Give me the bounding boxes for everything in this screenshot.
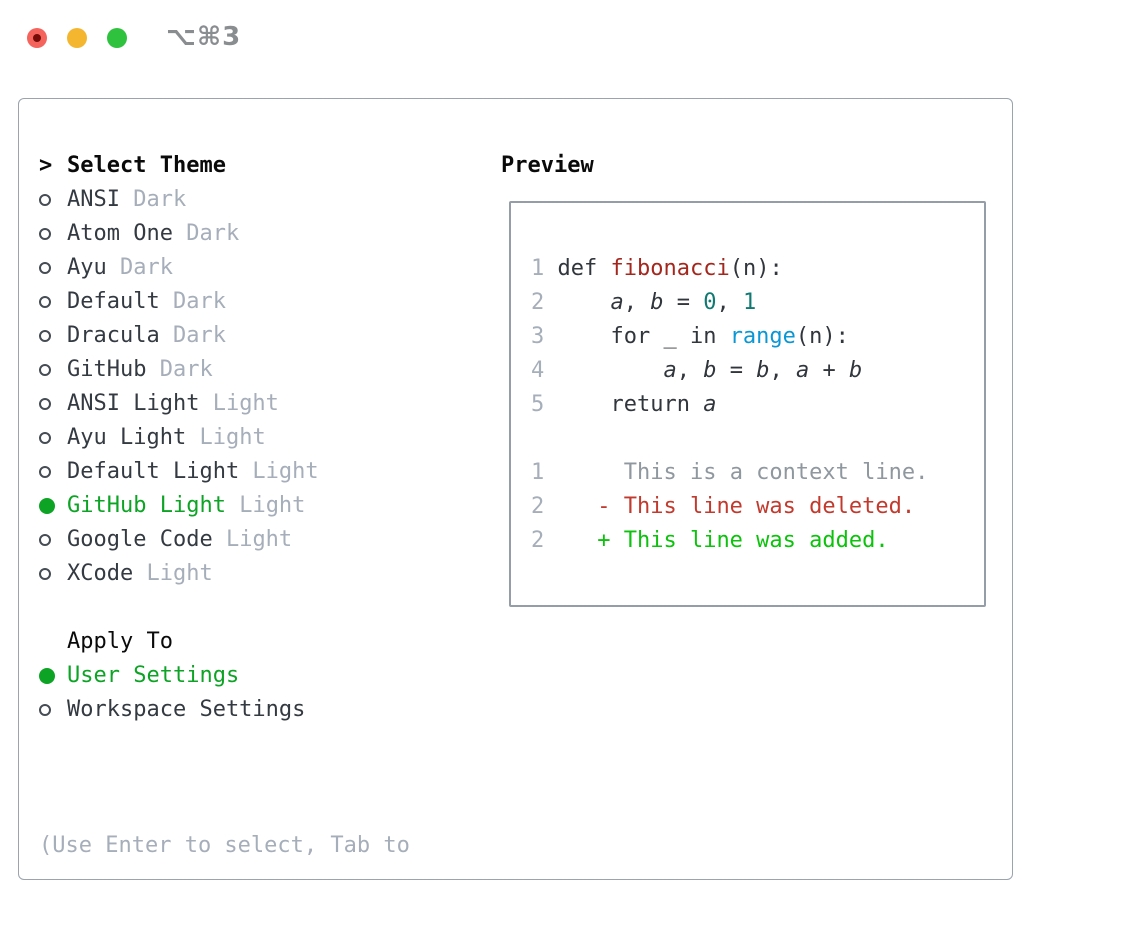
option-label: Default <box>67 289 160 314</box>
traffic-lights <box>27 28 127 48</box>
preview-code-line: 3 for _ in range(n): <box>531 324 849 349</box>
theme-list-title: Select Theme <box>67 153 226 178</box>
apply-to-title: Apply To <box>67 629 173 654</box>
apply-to-title-row: Apply To <box>39 625 410 659</box>
theme-option-atom-one[interactable]: Atom One Dark <box>39 217 410 251</box>
option-label: XCode <box>67 561 134 586</box>
theme-option-ayu-light[interactable]: Ayu Light Light <box>39 421 410 455</box>
preview-blank-line <box>531 422 984 456</box>
theme-option-default[interactable]: Default Dark <box>39 285 410 319</box>
radio-unselected-icon <box>39 432 51 444</box>
option-label: Workspace Settings <box>67 697 306 722</box>
prompt-icon: > <box>39 153 53 178</box>
option-variant-label: Light <box>225 493 306 518</box>
radio-unselected-icon <box>39 194 51 206</box>
radio-unselected-icon <box>39 228 51 240</box>
spacer <box>39 591 410 625</box>
title-bar: ⌥⌘3 <box>0 0 1140 70</box>
close-button[interactable] <box>27 28 47 48</box>
option-variant-label: Dark <box>159 323 226 348</box>
option-variant-label: Light <box>212 527 293 552</box>
apply-option-user-settings[interactable]: User Settings <box>39 659 410 693</box>
preview-code-line: 4 a, b = b, a + b <box>531 358 863 383</box>
preview-column: Preview 1 def fibonacci(n): 2 a, b = 0, 1… <box>501 149 986 607</box>
radio-unselected-icon <box>39 568 51 580</box>
option-label: Ayu <box>67 255 107 280</box>
radio-selected-icon <box>39 498 55 514</box>
preview-title: Preview <box>501 153 594 178</box>
option-label: Ayu Light <box>67 425 187 450</box>
window-hotkey-label: ⌥⌘3 <box>166 22 242 52</box>
option-variant-label: Dark <box>146 357 213 382</box>
radio-unselected-icon <box>39 466 51 478</box>
preview-code-line: 2 + This line was added. <box>531 528 889 553</box>
theme-option-google-code[interactable]: Google Code Light <box>39 523 410 557</box>
option-variant-label: Light <box>133 561 213 586</box>
option-variant-label: Dark <box>119 187 187 212</box>
option-variant-label: Light <box>239 459 319 484</box>
theme-option-ayu[interactable]: Ayu Dark <box>39 251 410 285</box>
theme-option-github[interactable]: GitHub Dark <box>39 353 410 387</box>
theme-list-title-row: > Select Theme <box>39 149 410 183</box>
option-variant-label: Dark <box>106 255 173 280</box>
theme-option-xcode[interactable]: XCode Light <box>39 557 410 591</box>
option-label: Google Code <box>67 527 213 552</box>
radio-unselected-icon <box>39 704 51 716</box>
preview-code-line: 1 def fibonacci(n): <box>531 256 783 281</box>
option-variant-label: Light <box>186 425 266 450</box>
zoom-button[interactable] <box>107 28 127 48</box>
option-variant-label: Light <box>199 391 279 416</box>
preview-code-line: 2 - This line was deleted. <box>531 494 916 519</box>
option-label: Atom One <box>67 221 173 246</box>
option-label: GitHub Light <box>67 493 226 518</box>
apply-option-workspace-settings[interactable]: Workspace Settings <box>39 693 410 727</box>
option-label: GitHub <box>67 357 147 382</box>
option-label: ANSI <box>67 187 120 212</box>
radio-unselected-icon <box>39 398 51 410</box>
radio-unselected-icon <box>39 534 51 546</box>
preview-box: 1 def fibonacci(n): 2 a, b = 0, 1 3 for _ … <box>509 201 986 607</box>
radio-unselected-icon <box>39 364 51 376</box>
radio-selected-icon <box>39 668 55 684</box>
option-variant-label: Dark <box>159 289 226 314</box>
theme-option-dracula[interactable]: Dracula Dark <box>39 319 410 353</box>
theme-option-ansi[interactable]: ANSI Dark <box>39 183 410 217</box>
preview-code-line: 5 return a <box>531 392 717 417</box>
preview-code-line: 1 This is a context line. <box>531 460 929 485</box>
theme-option-github-light[interactable]: GitHub Light Light <box>39 489 410 523</box>
option-label: ANSI Light <box>67 391 200 416</box>
option-label: User Settings <box>67 663 240 688</box>
radio-unselected-icon <box>39 296 51 308</box>
option-label: Dracula <box>67 323 160 348</box>
theme-option-default-light[interactable]: Default Light Light <box>39 455 410 489</box>
keyboard-hint: (Use Enter to select, Tab to change focu… <box>39 761 410 934</box>
option-label: Default Light <box>67 459 240 484</box>
option-variant-label: Dark <box>172 221 240 246</box>
hint-line-1: (Use Enter to select, Tab to <box>39 833 410 858</box>
theme-option-ansi-light[interactable]: ANSI Light Light <box>39 387 410 421</box>
spacer <box>39 727 410 761</box>
radio-unselected-icon <box>39 262 51 274</box>
radio-unselected-icon <box>39 330 51 342</box>
minimize-button[interactable] <box>67 28 87 48</box>
preview-code-line: 2 a, b = 0, 1 <box>531 290 757 315</box>
